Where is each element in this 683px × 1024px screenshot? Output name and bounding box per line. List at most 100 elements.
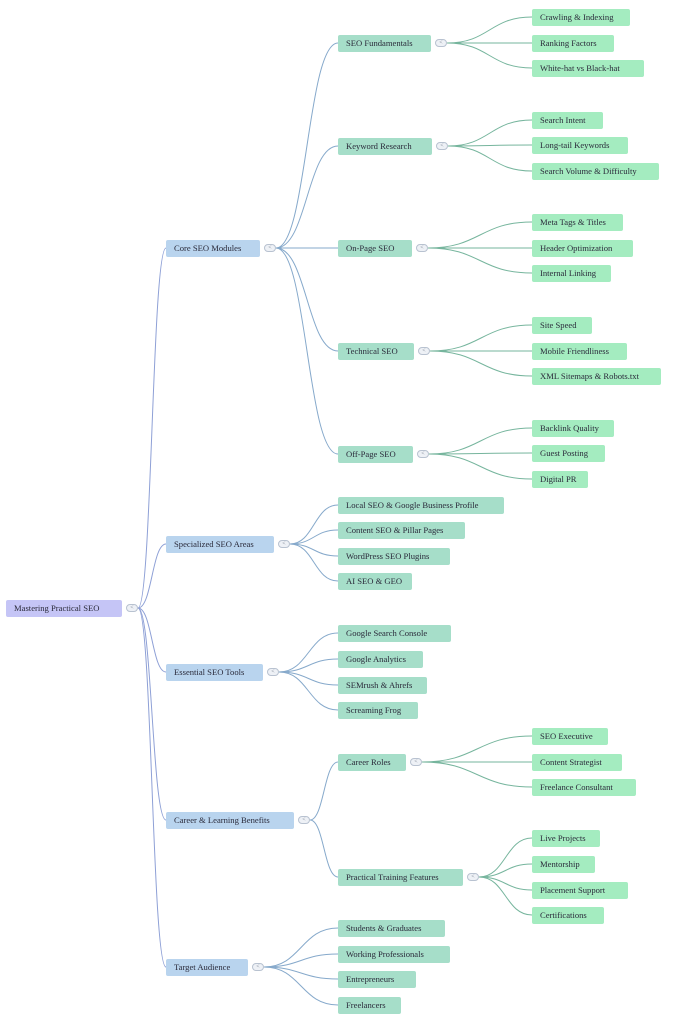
node-mastering-practical-seo[interactable]: Mastering Practical SEO — [6, 599, 122, 617]
node-content-strategist[interactable]: Content Strategist — [532, 753, 622, 771]
node-freelancers[interactable]: Freelancers — [338, 996, 401, 1014]
collapse-toggle-icon[interactable]: < — [436, 142, 448, 150]
node-internal-linking[interactable]: Internal Linking — [532, 264, 611, 282]
connector-career-roles — [309, 761, 339, 821]
node-on-page-seo[interactable]: On-Page SEO — [338, 239, 412, 257]
node-crawling-and-indexing[interactable]: Crawling & Indexing — [532, 8, 630, 26]
node-google-analytics[interactable]: Google Analytics — [338, 650, 423, 668]
connector-freelancers — [263, 966, 339, 1006]
connector-content-seo-and-pillar-pages — [289, 529, 339, 545]
connector-screaming-frog — [278, 671, 339, 711]
node-specialized-seo-areas[interactable]: Specialized SEO Areas — [166, 535, 274, 553]
connector-entrepreneurs — [263, 966, 339, 980]
node-screaming-frog[interactable]: Screaming Frog — [338, 701, 418, 719]
node-local-seo-and-google-business-profile[interactable]: Local SEO & Google Business Profile — [338, 496, 504, 514]
connector-digital-pr — [428, 453, 533, 480]
node-semrush-and-ahrefs[interactable]: SEMrush & Ahrefs — [338, 676, 427, 694]
node-seo-fundamentals[interactable]: SEO Fundamentals — [338, 34, 431, 52]
node-live-projects[interactable]: Live Projects — [532, 829, 600, 847]
connector-seo-fundamentals — [275, 42, 339, 249]
node-digital-pr[interactable]: Digital PR — [532, 470, 588, 488]
node-backlink-quality[interactable]: Backlink Quality — [532, 419, 614, 437]
node-career-roles[interactable]: Career Roles — [338, 753, 406, 771]
collapse-toggle-icon[interactable]: < — [126, 604, 138, 612]
connector-mentorship — [478, 863, 533, 878]
connector-working-professionals — [263, 953, 339, 968]
node-mobile-friendliness[interactable]: Mobile Friendliness — [532, 342, 627, 360]
connector-semrush-and-ahrefs — [278, 671, 339, 686]
node-career-and-learning-benefits[interactable]: Career & Learning Benefits — [166, 811, 294, 829]
connector-students-and-graduates — [263, 927, 339, 968]
collapse-toggle-icon[interactable]: < — [418, 347, 430, 355]
connector-search-volume-and-difficulty — [447, 145, 533, 172]
node-mentorship[interactable]: Mentorship — [532, 855, 595, 873]
collapse-toggle-icon[interactable]: < — [264, 244, 276, 252]
collapse-toggle-icon[interactable]: < — [417, 450, 429, 458]
node-xml-sitemaps-and-robots-txt[interactable]: XML Sitemaps & Robots.txt — [532, 367, 661, 385]
connector-long-tail-keywords — [447, 144, 533, 147]
node-essential-seo-tools[interactable]: Essential SEO Tools — [166, 663, 263, 681]
node-students-and-graduates[interactable]: Students & Graduates — [338, 919, 445, 937]
connector-guest-posting — [428, 452, 533, 455]
connector-backlink-quality — [428, 427, 533, 455]
node-search-volume-and-difficulty[interactable]: Search Volume & Difficulty — [532, 162, 659, 180]
connector-white-hat-vs-black-hat — [446, 42, 533, 69]
connector-specialized-seo-areas — [137, 543, 167, 609]
node-white-hat-vs-black-hat[interactable]: White-hat vs Black-hat — [532, 59, 644, 77]
collapse-toggle-icon[interactable]: < — [252, 963, 264, 971]
collapse-toggle-icon[interactable]: < — [467, 873, 479, 881]
node-header-optimization[interactable]: Header Optimization — [532, 239, 633, 257]
node-site-speed[interactable]: Site Speed — [532, 316, 592, 334]
connector-google-search-console — [278, 632, 339, 673]
collapse-toggle-icon[interactable]: < — [435, 39, 447, 47]
connector-technical-seo — [275, 247, 339, 352]
node-wordpress-seo-plugins[interactable]: WordPress SEO Plugins — [338, 547, 450, 565]
connector-target-audience — [137, 607, 167, 968]
node-working-professionals[interactable]: Working Professionals — [338, 945, 450, 963]
collapse-toggle-icon[interactable]: < — [410, 758, 422, 766]
collapse-toggle-icon[interactable]: < — [298, 816, 310, 824]
connector-core-seo-modules — [137, 247, 167, 609]
node-content-seo-and-pillar-pages[interactable]: Content SEO & Pillar Pages — [338, 521, 465, 539]
connector-xml-sitemaps-and-robots-txt — [429, 350, 533, 377]
node-practical-training-features[interactable]: Practical Training Features — [338, 868, 463, 886]
connector-placement-support — [478, 876, 533, 891]
node-off-page-seo[interactable]: Off-Page SEO — [338, 445, 413, 463]
node-guest-posting[interactable]: Guest Posting — [532, 444, 605, 462]
node-placement-support[interactable]: Placement Support — [532, 881, 628, 899]
connector-career-and-learning-benefits — [137, 607, 167, 821]
connector-meta-tags-and-titles — [427, 221, 533, 249]
connector-search-intent — [447, 119, 533, 147]
connector-ai-seo-and-geo — [289, 543, 339, 582]
connector-freelance-consultant — [421, 761, 533, 788]
node-google-search-console[interactable]: Google Search Console — [338, 624, 451, 642]
node-keyword-research[interactable]: Keyword Research — [338, 137, 432, 155]
node-long-tail-keywords[interactable]: Long-tail Keywords — [532, 136, 628, 154]
node-meta-tags-and-titles[interactable]: Meta Tags & Titles — [532, 213, 623, 231]
node-search-intent[interactable]: Search Intent — [532, 111, 603, 129]
node-target-audience[interactable]: Target Audience — [166, 958, 248, 976]
connector-seo-executive — [421, 735, 533, 763]
node-certifications[interactable]: Certifications — [532, 906, 604, 924]
connector-off-page-seo — [275, 247, 339, 455]
connector-live-projects — [478, 837, 533, 878]
node-entrepreneurs[interactable]: Entrepreneurs — [338, 970, 416, 988]
node-ranking-factors[interactable]: Ranking Factors — [532, 34, 614, 52]
collapse-toggle-icon[interactable]: < — [416, 244, 428, 252]
connector-google-analytics — [278, 658, 339, 673]
node-freelance-consultant[interactable]: Freelance Consultant — [532, 778, 636, 796]
connector-essential-seo-tools — [137, 607, 167, 673]
node-core-seo-modules[interactable]: Core SEO Modules — [166, 239, 260, 257]
connector-practical-training-features — [309, 819, 339, 878]
node-technical-seo[interactable]: Technical SEO — [338, 342, 414, 360]
node-ai-seo-and-geo[interactable]: AI SEO & GEO — [338, 572, 412, 590]
collapse-toggle-icon[interactable]: < — [267, 668, 279, 676]
collapse-toggle-icon[interactable]: < — [278, 540, 290, 548]
connector-internal-linking — [427, 247, 533, 274]
connector-keyword-research — [275, 145, 339, 249]
connector-certifications — [478, 876, 533, 916]
connector-crawling-and-indexing — [446, 16, 533, 44]
connector-local-seo-and-google-business-profile — [289, 504, 339, 545]
node-seo-executive[interactable]: SEO Executive — [532, 727, 608, 745]
